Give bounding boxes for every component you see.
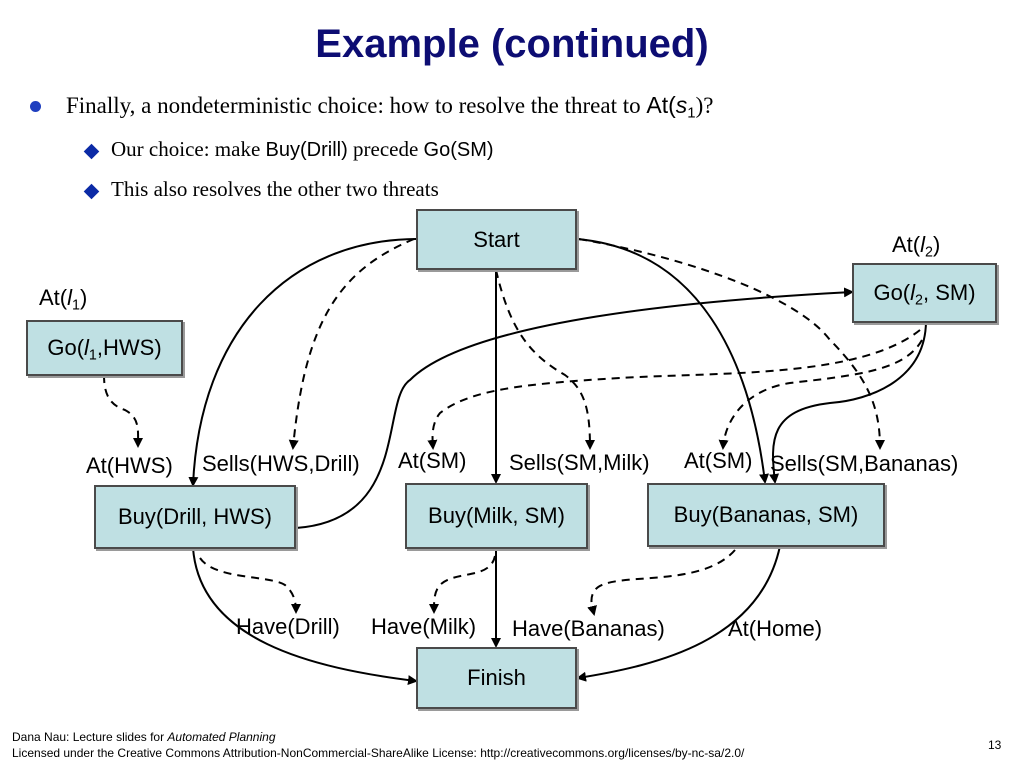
label-at-sm-1: At(SM) (398, 448, 467, 473)
bullet-1-var: s (675, 92, 688, 118)
bullet-2-text: Our choice: make (111, 137, 266, 161)
edge-go-l2-buy-bananas (769, 321, 927, 484)
label-at-sm-2: At(SM) (684, 448, 753, 473)
bullet-1: Finally, a nondeterministic choice: how … (66, 92, 714, 122)
edge-buy-drill-have-drill (199, 557, 301, 614)
node-go-l1: Go(l1,HWS) (26, 320, 183, 376)
edge-buy-bananas-finish (576, 545, 781, 682)
node-go-l1-label: Go(l1,HWS) (47, 335, 162, 364)
label-sells-sm-milk: Sells(SM,Milk) (509, 450, 650, 475)
footer-license: Licensed under the Creative Commons Attr… (12, 746, 745, 760)
node-buy-milk: Buy(Milk, SM) (405, 483, 588, 549)
node-finish: Finish (416, 647, 577, 709)
bullet-1-code: At( (646, 92, 676, 118)
label-at-l2: At(l2) (892, 232, 941, 261)
slide-title: Example (continued) (315, 22, 709, 66)
bullet-dot-icon (30, 101, 41, 112)
label-have-bananas: Have(Bananas) (512, 616, 665, 641)
label-at-l1: At(l1) (39, 285, 88, 314)
label-at-hws: At(HWS) (86, 453, 173, 478)
bullet-3-text: This also resolves the other two threats (111, 177, 439, 201)
node-go-l2-label: Go(l2, SM) (873, 280, 976, 309)
node-buy-bananas: Buy(Bananas, SM) (647, 483, 885, 547)
bullet-1-end: )? (695, 93, 714, 118)
footer-credit: Dana Nau: Lecture slides for Automated P… (12, 730, 276, 744)
node-buy-milk-label: Buy(Milk, SM) (428, 503, 565, 528)
edge-buy-drill-finish (192, 547, 418, 685)
bullet-2: Our choice: make Buy(Drill) precede Go(S… (111, 137, 494, 162)
node-go-l2: Go(l2, SM) (852, 263, 997, 323)
label-sells-hws-drill: Sells(HWS,Drill) (202, 451, 360, 476)
node-buy-drill: Buy(Drill, HWS) (94, 485, 296, 549)
node-buy-bananas-label: Buy(Bananas, SM) (673, 502, 859, 527)
page-number: 13 (988, 738, 1002, 752)
bullet-2-code-2: Go(SM) (423, 139, 494, 161)
edge-buy-bananas-have-bananas (587, 549, 736, 616)
edge-start-sells-hws-drill (288, 238, 415, 450)
edge-go-l2-at-sm-1 (427, 329, 921, 450)
edge-start-sells-sm-bananas (578, 238, 885, 450)
label-have-drill: Have(Drill) (236, 614, 340, 639)
edge-go-l2-at-sm-2 (718, 339, 923, 450)
node-finish-label: Finish (467, 665, 526, 690)
bullet-2-code-1: Buy(Drill) (265, 139, 348, 161)
bullet-1-text: Finally, a nondeterministic choice: how … (66, 93, 647, 118)
bullet-3: This also resolves the other two threats (111, 177, 439, 202)
edge-start-buy-bananas (576, 238, 769, 484)
node-start-label: Start (473, 226, 520, 252)
edge-start-sells-sm-milk (495, 269, 595, 450)
label-sells-sm-bananas: Sells(SM,Bananas) (770, 451, 959, 476)
edge-buy-drill-go-l2 (295, 287, 854, 529)
edge-go-l1-at-hws (103, 374, 144, 448)
edge-buy-milk-have-milk (429, 555, 496, 614)
node-start: Start (416, 209, 577, 270)
bullet-1-sub: 1 (687, 104, 696, 122)
node-buy-drill-label: Buy(Drill, HWS) (118, 504, 272, 529)
label-have-milk: Have(Milk) (371, 614, 477, 639)
edge-start-buy-drill (188, 238, 417, 487)
bullet-2-mid: precede (347, 137, 424, 161)
label-at-home: At(Home) (728, 616, 823, 641)
